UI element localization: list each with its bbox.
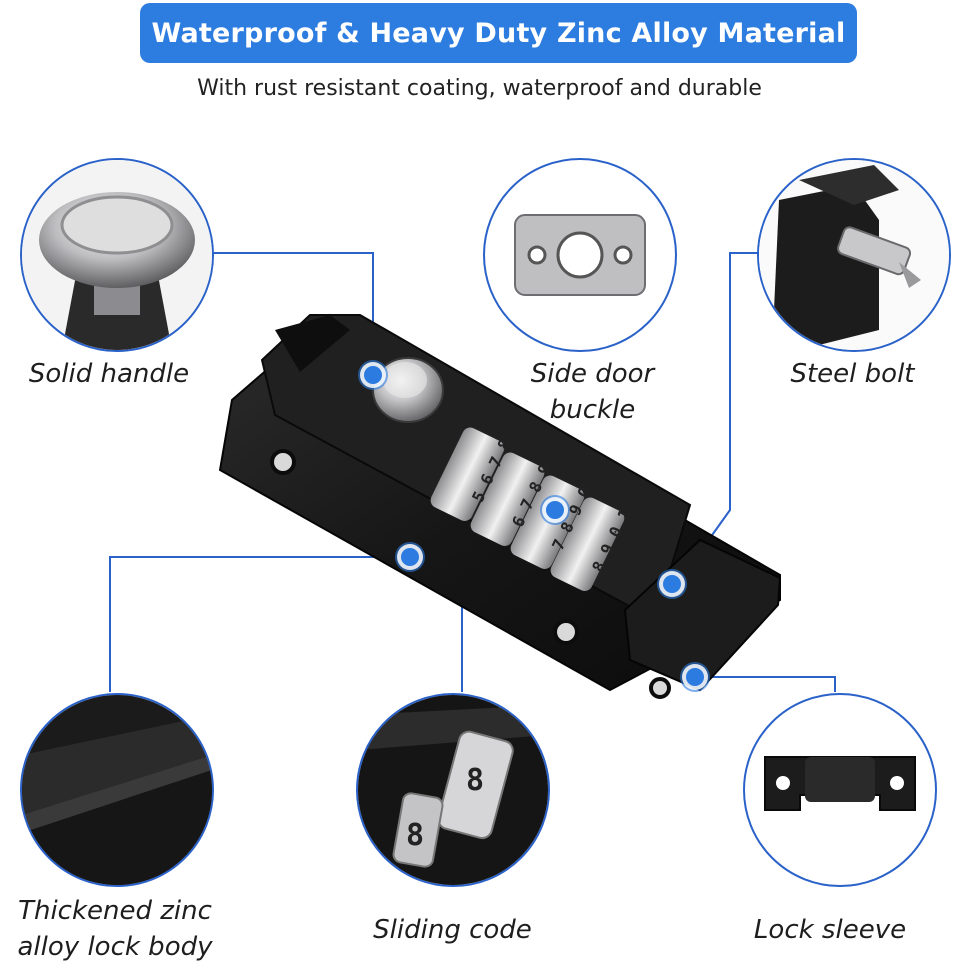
- bolt-icon: [759, 160, 949, 350]
- buckle-plate-icon: [514, 214, 646, 296]
- bolt-dot: [663, 575, 681, 593]
- label-side-door-buckle: Side door buckle: [530, 359, 655, 425]
- label-solid-handle: Solid handle: [28, 359, 190, 389]
- closeup-digit-1: 8: [466, 763, 484, 798]
- label-thickened-zinc: Thickened zinc alloy lock body: [17, 896, 213, 962]
- lock-body-circle: [20, 693, 214, 887]
- lock-body-texture: [22, 695, 212, 885]
- side-door-buckle-circle: [483, 158, 677, 352]
- lock-sleeve-circle: [743, 693, 937, 887]
- subtitle-text: With rust resistant coating, waterproof …: [197, 76, 762, 101]
- label-lock-sleeve: Lock sleeve: [753, 915, 907, 945]
- sliding-code-circle: 8 8: [356, 693, 550, 887]
- sleeve-icon: [764, 756, 916, 811]
- steel-bolt-circle: [757, 158, 951, 352]
- knob-icon: [22, 160, 212, 350]
- title-text: Waterproof & Heavy Duty Zinc Alloy Mater…: [151, 17, 846, 49]
- title-banner: Waterproof & Heavy Duty Zinc Alloy Mater…: [140, 3, 857, 63]
- body-dot: [401, 548, 419, 566]
- solid-handle-circle: [20, 158, 214, 352]
- label-steel-bolt: Steel bolt: [790, 359, 915, 389]
- code-dot: [546, 501, 564, 519]
- closeup-digit-2: 8: [406, 818, 424, 853]
- handle-dot: [364, 366, 382, 384]
- sleeve-dot: [686, 668, 704, 686]
- dial-closeup: 8 8: [358, 695, 548, 885]
- label-sliding-code: Sliding code: [373, 915, 532, 945]
